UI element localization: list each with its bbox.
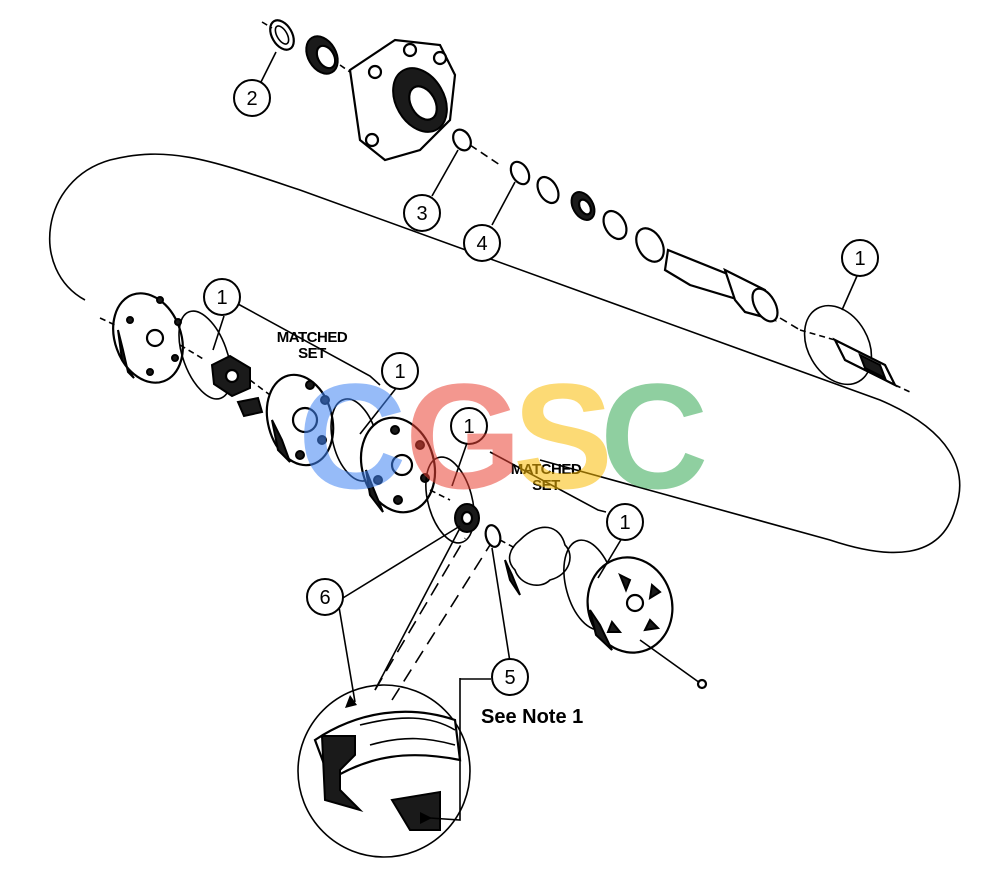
drive-link	[832, 337, 898, 388]
seal-ring-left	[178, 310, 232, 400]
end-plate	[112, 292, 184, 384]
drive-coupling	[210, 354, 251, 398]
detail-magnifier	[297, 684, 471, 858]
bushing-6	[454, 503, 480, 533]
seal-ring-right	[803, 304, 873, 386]
commutator-plate	[359, 416, 437, 514]
svg-text:2: 2	[246, 88, 257, 110]
bearing	[305, 35, 339, 75]
see-note-label: See Note 1	[481, 706, 583, 728]
callout-3: 3	[403, 194, 441, 232]
svg-text:1: 1	[619, 512, 630, 534]
watermark-letter-2: G	[405, 352, 522, 520]
kit-loop-outline	[48, 153, 961, 554]
svg-text:1: 1	[463, 416, 474, 438]
callout-4: 4	[463, 224, 501, 262]
callout-1-b: 1	[381, 352, 419, 390]
callout-1-c: 1	[450, 407, 488, 445]
callout-1-e: 1	[841, 239, 879, 277]
matched-set-label-upper: MATCHED SET	[277, 329, 349, 362]
callout-1-a: 1	[203, 278, 241, 316]
watermark-letter-1: C	[298, 352, 406, 520]
gerotor-set-upper	[265, 373, 335, 467]
washer-c	[602, 209, 628, 241]
seal-ring-6	[425, 456, 475, 544]
housing	[348, 38, 457, 162]
spline-gear	[236, 396, 264, 418]
thrust-washer	[635, 227, 665, 263]
svg-text:4: 4	[476, 233, 487, 255]
callout-6: 6	[306, 578, 344, 616]
gerotor-star	[504, 526, 571, 596]
watermark: C G S C	[298, 352, 708, 520]
seal-ring-4	[509, 160, 531, 186]
seal-2	[269, 19, 295, 51]
svg-text:1: 1	[394, 361, 405, 383]
svg-text:SET: SET	[532, 477, 560, 494]
callout-1-d: 1	[606, 503, 644, 541]
callout-5: 5	[491, 658, 529, 696]
watermark-letter-4: C	[600, 352, 708, 520]
output-shaft	[663, 248, 779, 323]
svg-text:3: 3	[416, 203, 427, 225]
svg-text:5: 5	[504, 667, 515, 689]
o-ring-3	[452, 128, 472, 152]
svg-text:1: 1	[216, 287, 227, 309]
svg-text:6: 6	[319, 587, 330, 609]
matched-set-label-lower: MATCHED SET	[511, 461, 583, 494]
o-ring-5	[484, 524, 502, 548]
svg-text:MATCHED: MATCHED	[277, 329, 348, 346]
end-cap	[586, 556, 674, 654]
svg-text:SET: SET	[298, 345, 326, 362]
washer-a	[536, 175, 560, 205]
callout-2: 2	[233, 79, 271, 117]
svg-text:MATCHED: MATCHED	[511, 461, 582, 478]
svg-text:1: 1	[854, 248, 865, 270]
watermark-letter-3: S	[513, 352, 613, 520]
bolt	[639, 639, 708, 690]
